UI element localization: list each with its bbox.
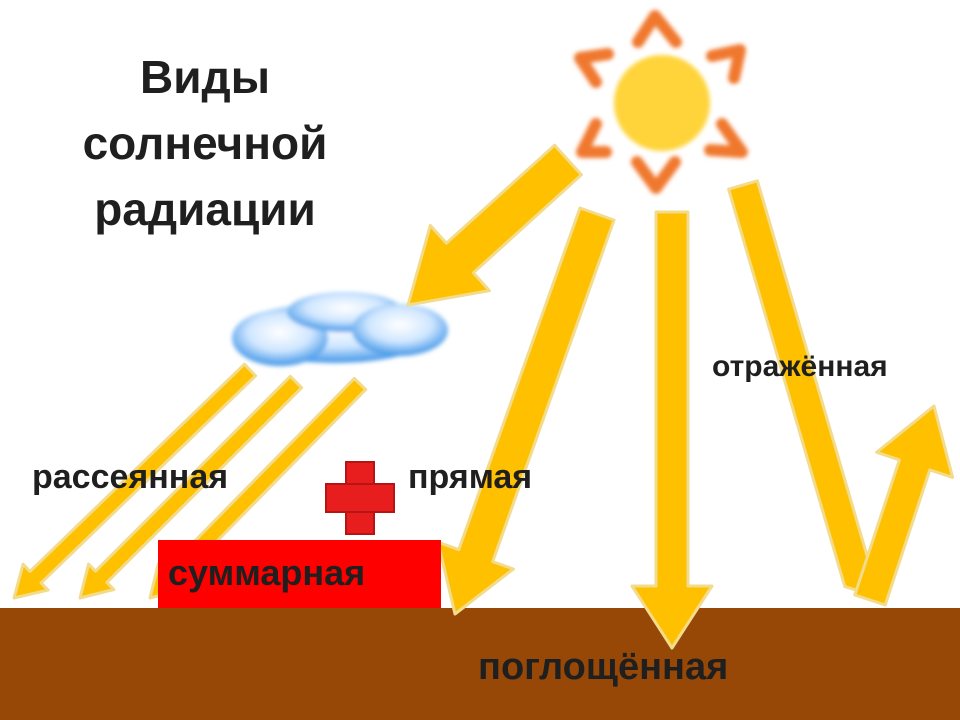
plus-icon: [325, 461, 395, 535]
summary-label: суммарная: [168, 552, 366, 593]
page-title: Виды солнечной радиации: [40, 44, 370, 242]
arrow-scattered-2: [78, 374, 304, 600]
arrow-direct: [436, 206, 616, 616]
title-line-1: Виды: [140, 51, 270, 103]
absorbed-label: поглощённая: [478, 646, 729, 688]
scattered-label: рассеянная: [32, 458, 229, 496]
arrow-sun-to-cloud: [406, 143, 583, 307]
cloud-icon: [232, 292, 448, 366]
ground: [0, 608, 960, 720]
reflected-label: отражённая: [712, 350, 888, 383]
arrow-scattered-1: [12, 362, 258, 600]
arrow-reflected-down: [727, 179, 876, 594]
title-line-3: радиации: [94, 183, 316, 235]
arrow-reflected-up: [853, 404, 955, 607]
direct-label: прямая: [408, 458, 533, 496]
title-line-2: солнечной: [82, 117, 328, 169]
summary-box: [158, 540, 441, 608]
arrow-absorbed: [630, 210, 714, 650]
sun-icon: [574, 10, 748, 194]
